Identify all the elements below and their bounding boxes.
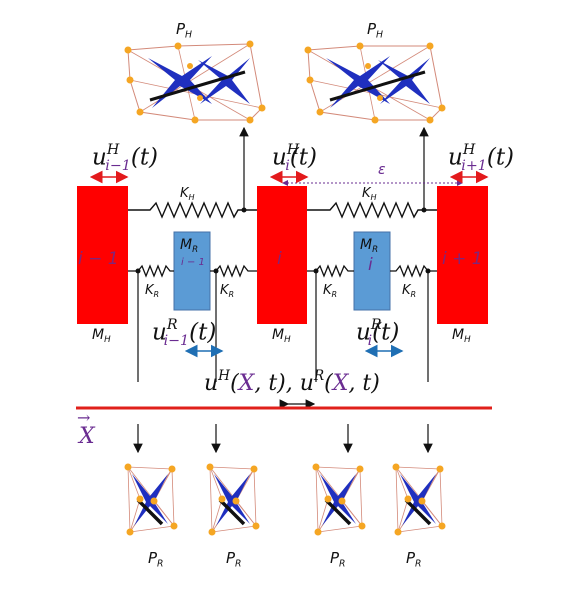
heavy-mass-i — [257, 186, 307, 324]
label-mh-center: MH — [272, 327, 291, 346]
spring-kh-right — [307, 201, 437, 219]
label-kr-1: KR — [145, 283, 160, 299]
polyhedron-ph-right — [304, 42, 446, 124]
heavy-mass-i-plus-1 — [437, 186, 488, 324]
label-pr-3: PR — [330, 549, 346, 570]
label-kh-right: KH — [362, 186, 377, 202]
label-ph-right: PH — [367, 20, 384, 41]
label-ur-i: uRi(t) — [356, 317, 400, 349]
label-kr-2: KR — [220, 283, 235, 299]
label-mr-index-right: i — [368, 255, 373, 275]
label-mh-right: MH — [452, 327, 471, 346]
label-uh-i-minus-1: uHi−1(t) — [92, 142, 159, 174]
label-mh-left: MH — [92, 327, 111, 346]
polyhedron-pr-2 — [206, 463, 260, 536]
index-label-i-plus-1: i + 1 — [442, 249, 483, 269]
spring-kr-3 — [307, 264, 354, 278]
label-pr-4: PR — [406, 549, 422, 570]
label-pr-2: PR — [226, 549, 242, 570]
axis-label-x: X — [79, 424, 95, 449]
label-uh-i: uHi(t) — [272, 142, 318, 174]
polyhedron-pr-1 — [124, 463, 178, 536]
spring-kr-4 — [390, 264, 437, 278]
axis-arrow-symbol: → — [77, 408, 91, 427]
label-ur-i-minus-1: uRi−1(t) — [152, 317, 217, 349]
label-mr-index-left: i − 1 — [181, 257, 205, 268]
index-label-i: i — [277, 249, 282, 269]
connector-lines — [137, 126, 429, 382]
label-epsilon: ε — [378, 162, 386, 178]
spring-kr-1 — [128, 264, 174, 278]
polyhedron-pr-3 — [312, 463, 366, 536]
label-mr-left: MR — [180, 237, 199, 256]
label-mr-right: MR — [360, 237, 379, 256]
label-kh-left: KH — [180, 186, 195, 202]
index-label-i-minus-1: i − 1 — [78, 249, 119, 269]
down-arrows — [133, 424, 433, 454]
light-mass-i — [353, 231, 391, 311]
light-mass-i-minus-1 — [173, 231, 211, 311]
polyhedra-pr — [124, 463, 446, 536]
spring-kh-left — [128, 201, 257, 219]
polyhedron-ph-left — [124, 40, 266, 124]
label-kr-4: KR — [402, 283, 417, 299]
field-equation: uH(X, t), uR(X, t) — [204, 368, 380, 397]
label-pr-1: PR — [148, 549, 164, 570]
label-ph-left: PH — [176, 20, 193, 41]
heavy-mass-i-minus-1 — [77, 186, 128, 324]
spring-kr-2 — [210, 264, 257, 278]
polyhedron-pr-4 — [392, 463, 446, 536]
label-uh-i-plus-1: uHi+1(t) — [448, 142, 515, 174]
label-kr-3: KR — [323, 283, 338, 299]
